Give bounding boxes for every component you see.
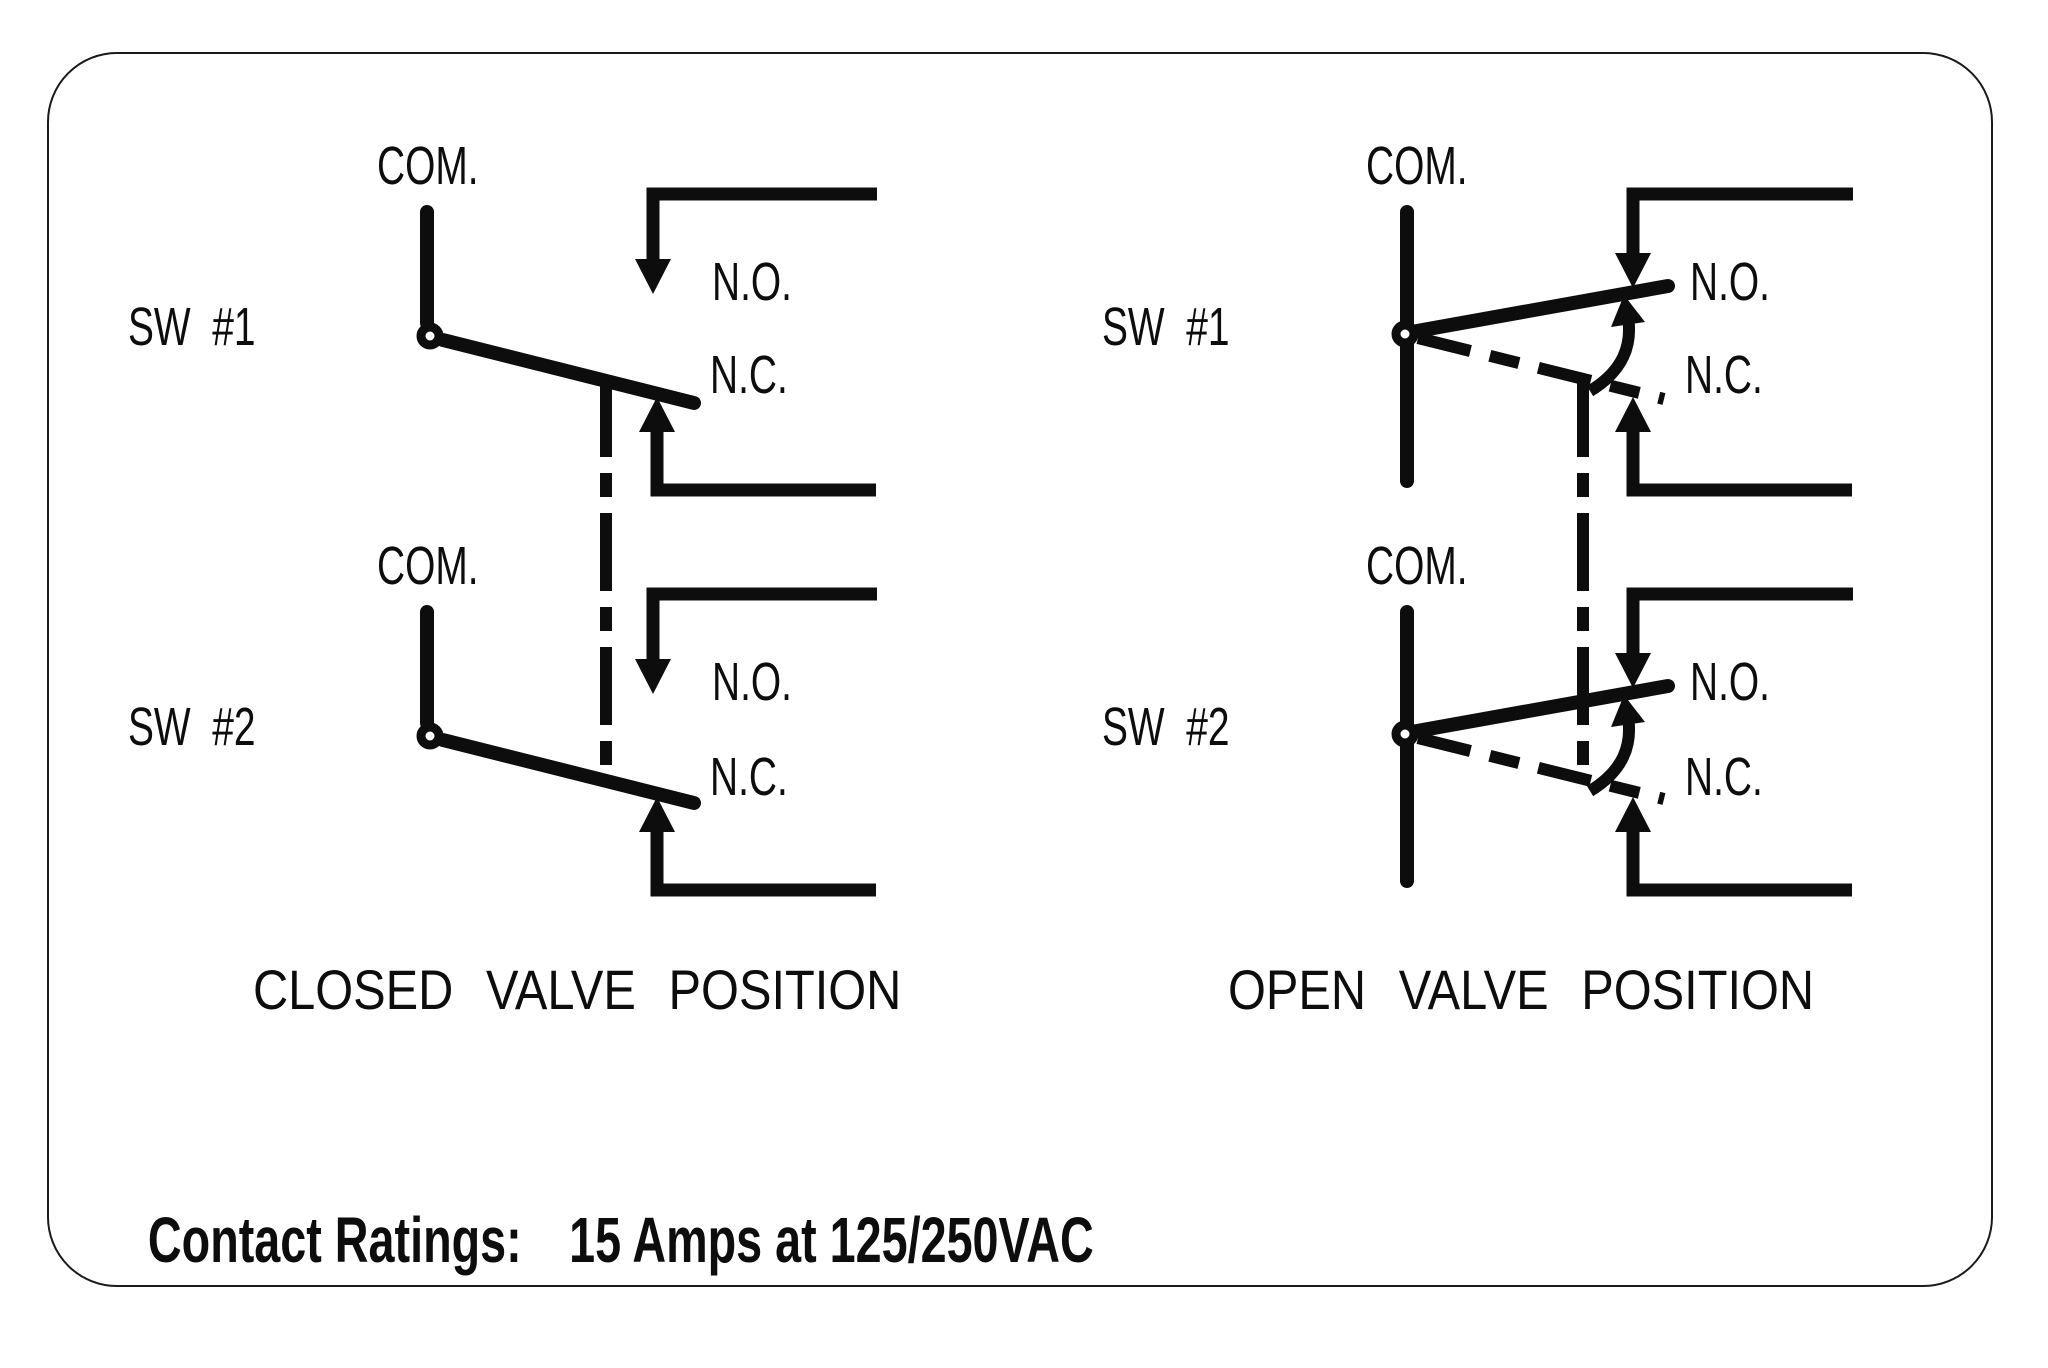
nc-contact-arrowhead bbox=[1615, 797, 1651, 832]
open-sw2-nc-label: N.C. bbox=[1685, 747, 1763, 807]
no-contact-bracket bbox=[646, 187, 877, 261]
open-sw1-label: SW #1 bbox=[1102, 297, 1230, 357]
no-contact-arrowhead bbox=[1615, 653, 1651, 688]
open-valve-schematic bbox=[1391, 187, 1853, 897]
open-sw2-switch bbox=[1391, 587, 1853, 897]
contact-ratings-value: 15 Amps at 125/250VAC bbox=[569, 1204, 1094, 1276]
pivot-terminal bbox=[416, 322, 444, 350]
closed-sw2-label: SW #2 bbox=[128, 697, 256, 757]
open-sw1-switch bbox=[1391, 187, 1853, 497]
nc-contact-bracket bbox=[650, 429, 876, 497]
switch-blade-line bbox=[1410, 279, 1675, 338]
closed-valve-title: CLOSED VALVE POSITION bbox=[253, 958, 902, 1021]
blade-travel-arrowhead bbox=[1611, 295, 1645, 327]
previous-blade-position-dashed bbox=[1416, 732, 1666, 805]
closed-sw2-no-label: N.O. bbox=[712, 652, 792, 712]
nc-contact-arrowhead bbox=[1615, 397, 1651, 432]
open-sw2-com-label: COM. bbox=[1366, 536, 1468, 596]
diagram-border bbox=[47, 52, 1993, 1287]
nc-contact-bracket bbox=[1626, 429, 1852, 497]
closed-sw2-com-label: COM. bbox=[377, 536, 479, 596]
closed-sw1-switch bbox=[416, 187, 877, 497]
blade-travel-arrowhead bbox=[1611, 695, 1645, 727]
nc-contact-arrowhead bbox=[639, 797, 675, 832]
pivot-terminal bbox=[416, 722, 444, 750]
previous-blade-position-dashed bbox=[1416, 332, 1666, 405]
closed-sw2-nc-label: N.C. bbox=[710, 747, 788, 807]
no-contact-bracket bbox=[1626, 187, 1853, 261]
nc-contact-bracket bbox=[1626, 829, 1852, 897]
closed-sw2-switch bbox=[416, 587, 877, 897]
closed-sw1-com-label: COM. bbox=[377, 136, 479, 196]
pivot-terminal bbox=[1391, 320, 1419, 348]
no-contact-arrowhead bbox=[1615, 253, 1651, 288]
open-valve-title: OPEN VALVE POSITION bbox=[1228, 958, 1815, 1021]
open-sw1-no-label: N.O. bbox=[1690, 252, 1770, 312]
nc-contact-bracket bbox=[650, 829, 876, 897]
switch-blade-line bbox=[1410, 679, 1675, 738]
closed-sw1-nc-label: N.C. bbox=[710, 345, 788, 405]
contact-ratings-label: Contact Ratings: bbox=[147, 1204, 522, 1276]
no-contact-arrowhead bbox=[635, 259, 671, 294]
contact-ratings-line: Contact Ratings: 15 Amps at 125/250VAC bbox=[96, 1144, 1094, 1336]
open-sw1-com-label: COM. bbox=[1366, 136, 1468, 196]
nc-contact-arrowhead bbox=[639, 397, 675, 432]
open-sw1-nc-label: N.C. bbox=[1685, 345, 1763, 405]
closed-valve-schematic bbox=[416, 187, 877, 897]
no-contact-bracket bbox=[1626, 587, 1853, 661]
switch-blade-line bbox=[436, 333, 701, 410]
open-sw2-no-label: N.O. bbox=[1690, 652, 1770, 712]
no-contact-bracket bbox=[646, 587, 877, 661]
open-sw2-label: SW #2 bbox=[1102, 697, 1230, 757]
closed-sw1-no-label: N.O. bbox=[712, 252, 792, 312]
pivot-terminal bbox=[1391, 720, 1419, 748]
no-contact-arrowhead bbox=[635, 659, 671, 694]
closed-sw1-label: SW #1 bbox=[128, 297, 256, 357]
switch-blade-line bbox=[436, 733, 701, 810]
